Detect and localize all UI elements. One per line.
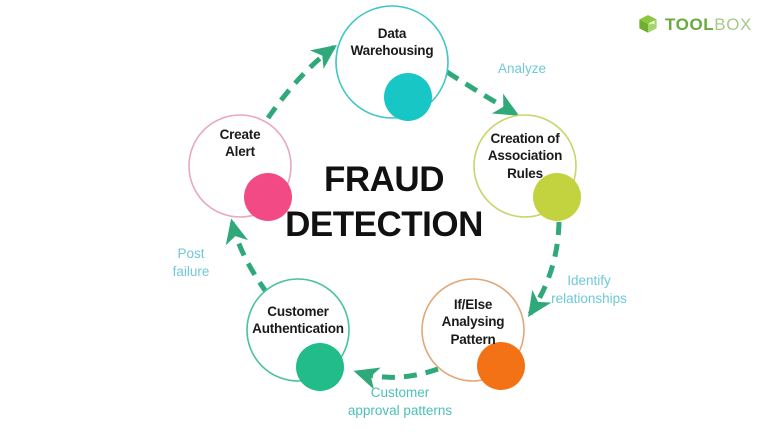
center-title: FRAUD DETECTION [284, 158, 484, 248]
center-title-line2: DETECTION [285, 204, 483, 244]
brand-wordmark: TOOLBOX [665, 16, 752, 33]
connector-arrows [225, 44, 562, 390]
node-accent-dots [244, 73, 581, 391]
toolbox-logo[interactable]: TOOLBOX [637, 11, 752, 37]
arrow-association-rules-to-if-else [527, 221, 562, 318]
arrow-if-else-to-customer-authentication [353, 366, 439, 390]
cube-icon [639, 15, 657, 33]
arrow-data-warehousing-to-association-rules [445, 69, 520, 117]
arrow-customer-authentication-to-create-alert [225, 218, 270, 295]
dot-customer-authentication [296, 343, 344, 391]
center-title-line1: FRAUD [324, 160, 444, 199]
dot-if-else-analysing-pattern [477, 342, 525, 390]
brand-word-light: BOX [714, 14, 752, 34]
node-rings [188, 5, 577, 382]
dot-create-alert [244, 173, 292, 221]
dot-data-warehousing [384, 73, 432, 121]
brand-word-bold: TOOL [664, 14, 715, 34]
arrow-create-alert-to-data-warehousing [265, 44, 337, 120]
dot-creation-of-association-rules [533, 173, 581, 221]
